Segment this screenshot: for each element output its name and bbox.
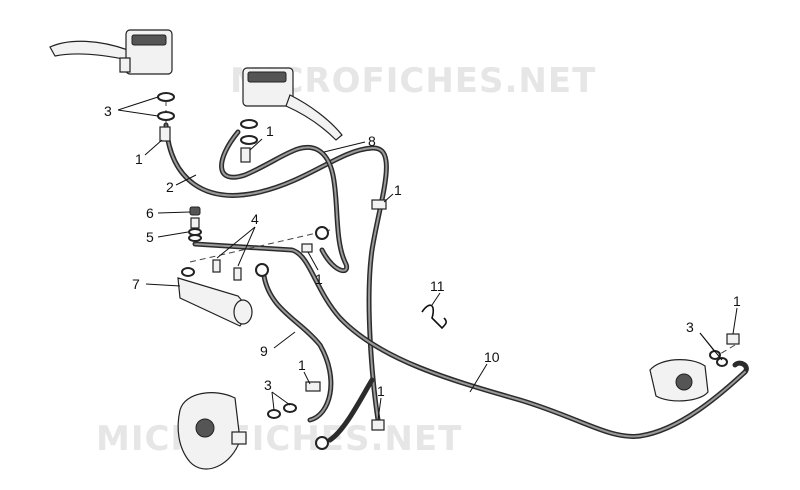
washer-caliper-1 xyxy=(267,409,281,419)
callout-10-hose: 10 xyxy=(484,349,500,365)
banjo-1 xyxy=(315,226,329,240)
washer-right-upper xyxy=(240,119,258,129)
callout-11-clip: 11 xyxy=(430,278,445,294)
callouts: 3 1 2 6 5 7 4 1 8 1 1 11 10 9 3 1 1 3 1 xyxy=(104,103,741,399)
callout-1-right-bolt: 1 xyxy=(266,123,274,139)
bolt-mid xyxy=(371,199,387,210)
callout-3-rear: 3 xyxy=(686,319,694,335)
hose-2-highlight xyxy=(165,124,388,421)
callout-9-hose: 9 xyxy=(260,343,268,359)
callout-3-left: 3 xyxy=(104,103,112,119)
hose-10 xyxy=(192,241,749,439)
distributor-port xyxy=(181,267,195,277)
leader-c4 xyxy=(157,211,191,214)
leader-c8 xyxy=(249,138,263,151)
leader-c17 xyxy=(377,397,382,421)
bolt-caliper-lower xyxy=(371,419,385,431)
bolt-left xyxy=(159,126,171,142)
leader-c7a xyxy=(216,226,256,259)
leader-c1a xyxy=(117,96,159,111)
leader-c3 xyxy=(175,174,197,186)
callout-1-mid-bolt: 1 xyxy=(394,182,402,198)
callout-1-junction: 1 xyxy=(315,271,323,287)
bolt-dist-2 xyxy=(233,267,242,281)
right-master-cylinder xyxy=(242,67,343,141)
leader-c9 xyxy=(323,141,366,153)
leader-c1b xyxy=(117,109,159,117)
leader-c12 xyxy=(431,292,441,306)
distributor-block xyxy=(177,267,253,327)
left-master-cylinder xyxy=(49,29,173,75)
callout-1-lower-bolt: 1 xyxy=(377,383,385,399)
rear-caliper-piston xyxy=(675,373,693,391)
bolt-caliper-upper xyxy=(305,381,321,392)
bleeder-screw xyxy=(190,217,200,229)
callout-7-distributor: 7 xyxy=(132,276,140,292)
washer-rear-2 xyxy=(716,357,728,367)
leader-c5 xyxy=(157,231,189,238)
leader-c10 xyxy=(383,193,394,203)
leader-c11 xyxy=(307,251,319,271)
bolt-rear xyxy=(726,333,740,345)
washer-left-lower xyxy=(157,111,175,121)
hose-10-highlight xyxy=(194,243,746,438)
hose-lower xyxy=(327,377,375,443)
left-reservoir-cap xyxy=(131,34,167,46)
watermark-bottom: MICROFICHES.NET xyxy=(96,419,462,459)
leader-c18b xyxy=(699,332,723,361)
leader-c15a xyxy=(271,391,275,411)
distributor-end xyxy=(233,299,253,325)
callout-2-hose: 2 xyxy=(166,179,174,195)
leader-c7b xyxy=(237,226,256,267)
leader-lines xyxy=(117,96,738,421)
washer-dist-2 xyxy=(188,228,202,236)
bleeder-cap xyxy=(189,206,201,216)
rear-caliper xyxy=(649,359,709,402)
callout-3-caliper: 3 xyxy=(264,377,272,393)
hose-2 xyxy=(163,122,389,423)
front-caliper-piston xyxy=(195,418,215,438)
leader-c14 xyxy=(273,331,296,349)
right-reservoir-cap xyxy=(247,71,287,83)
leader-c6 xyxy=(145,283,181,287)
left-lever xyxy=(49,40,129,61)
bolt-dist-1 xyxy=(212,259,221,273)
callout-5-bleeder: 5 xyxy=(146,229,154,245)
dash-line-1 xyxy=(189,229,331,263)
bolt-right xyxy=(240,147,251,163)
washer-right-lower xyxy=(240,135,258,145)
right-lever xyxy=(285,94,343,141)
callout-6-cap: 6 xyxy=(146,205,154,221)
hose-8-highlight xyxy=(220,131,348,272)
callout-1-rear-bolt: 1 xyxy=(733,293,741,309)
leader-c15b xyxy=(271,391,291,406)
hoses xyxy=(163,122,749,443)
callout-4-bolts: 4 xyxy=(251,211,259,227)
fasteners xyxy=(157,92,740,450)
leader-c13 xyxy=(469,363,488,393)
washer-caliper-2 xyxy=(283,403,297,413)
leader-c19 xyxy=(732,307,738,335)
banjo-2 xyxy=(255,263,269,277)
callout-1-left-bolt: 1 xyxy=(135,151,143,167)
front-caliper-tab xyxy=(231,431,247,445)
callout-8-hose: 8 xyxy=(368,133,376,149)
leader-c16 xyxy=(303,371,311,385)
leader-c2 xyxy=(144,139,163,156)
banjo-3 xyxy=(315,436,329,450)
spring-clip xyxy=(421,304,447,330)
callout-1-caliper-bolt: 1 xyxy=(298,357,306,373)
hose-9-highlight xyxy=(263,275,332,421)
left-clamp xyxy=(119,57,131,73)
front-caliper xyxy=(177,392,247,470)
washer-left-upper xyxy=(157,92,175,102)
bolt-junction xyxy=(301,243,313,253)
